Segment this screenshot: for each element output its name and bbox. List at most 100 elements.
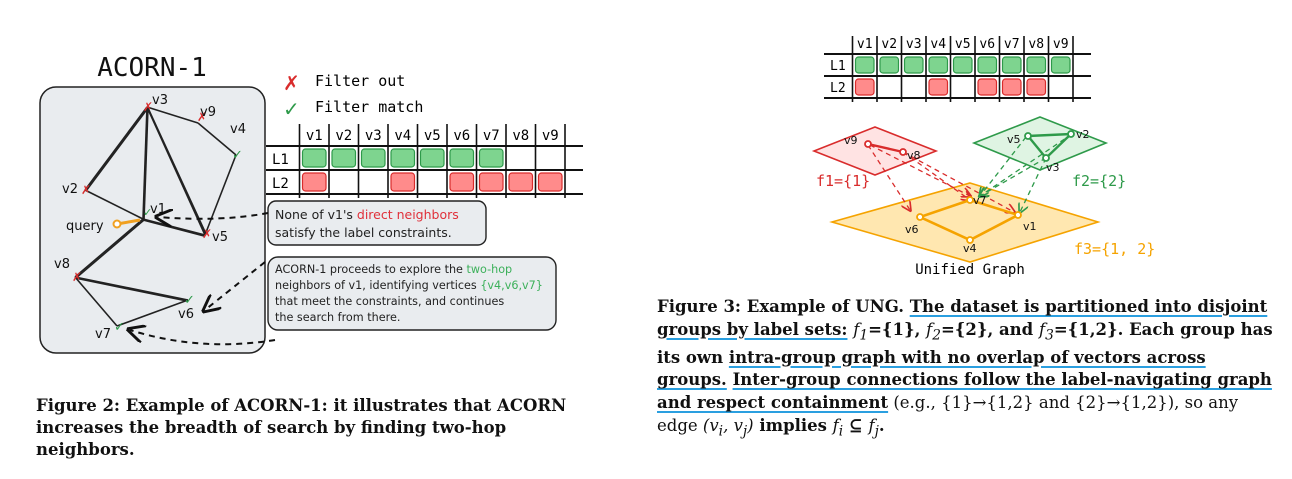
ung-node-v9: v9	[844, 134, 858, 147]
row-label-L1: L1	[272, 152, 289, 168]
node-v8: v8	[54, 257, 70, 272]
figure-3-caption: Figure 3: Example of UNG. The dataset is…	[657, 297, 1273, 440]
cell-L1-v1	[854, 56, 875, 74]
cell-L1-v7	[478, 148, 504, 168]
col-header-v7: v7	[1004, 37, 1020, 52]
svg-text:✓: ✓	[143, 206, 152, 219]
node-v4: v4	[230, 122, 246, 137]
cell-L2-v7	[478, 172, 504, 192]
svg-text:✓: ✓	[114, 320, 125, 335]
cell-L2-v6	[449, 172, 475, 192]
node-v3: v3	[152, 93, 168, 108]
cell-L1-v5	[419, 148, 445, 168]
note-box-2	[267, 256, 557, 331]
node-v9: v9	[200, 105, 216, 120]
cell-L1-v6	[449, 148, 475, 168]
cell-L1-v6	[977, 56, 998, 74]
legend-filter-match: Filter match	[315, 98, 423, 116]
node-v2: v2	[62, 182, 78, 197]
col-header-v1: v1	[857, 37, 873, 52]
row-label-L2: L2	[830, 81, 846, 96]
svg-text:✗: ✗	[81, 183, 91, 197]
col-header-v3: v3	[365, 128, 382, 144]
svg-text:✗: ✗	[72, 270, 82, 284]
node-v6: v6	[178, 307, 194, 322]
cell-L2-v7	[1001, 78, 1022, 96]
cell-L1-v7	[1001, 56, 1022, 74]
cell-L1-v1	[301, 148, 327, 168]
cell-L2-v9	[537, 172, 563, 192]
note-2: ACORN-1 proceeds to explore the two-hop …	[275, 263, 546, 324]
row-label-L1: L1	[830, 59, 846, 74]
col-header-v8: v8	[1028, 37, 1044, 52]
cell-L2-v1	[301, 172, 327, 192]
cell-L1-v4	[390, 148, 416, 168]
svg-text:✗: ✗	[197, 110, 207, 124]
group-f2	[971, 116, 1109, 171]
ung-node-v7: v7	[973, 194, 987, 207]
cell-L1-v2	[331, 148, 357, 168]
label-f3: f3={1, 2}	[1074, 240, 1155, 258]
filter-out-icon: ✗	[283, 71, 300, 95]
filter-match-icon: ✓	[283, 97, 300, 121]
figure-2-diagram: ACORN-1 ✓ ✗ ✗ ✗ ✗ ✗ ✓ ✓ ✓ v3 v9 v4 v2 v1…	[39, 53, 583, 354]
svg-text:✓: ✓	[184, 293, 195, 308]
cell-L2-v8	[1026, 78, 1047, 96]
cell-L2-v6	[977, 78, 998, 96]
col-header-v2: v2	[881, 37, 897, 52]
cell-L1-v3	[903, 56, 924, 74]
svg-text:✓: ✓	[232, 148, 243, 163]
cell-L2-v8	[508, 172, 534, 192]
node-v5: v5	[212, 230, 228, 245]
col-header-v3: v3	[906, 37, 922, 52]
col-header-v4: v4	[930, 37, 946, 52]
graph-edges	[74, 106, 237, 327]
col-header-v8: v8	[512, 128, 529, 144]
label-f1: f1={1}	[816, 172, 870, 190]
ung-node-v1: v1	[1023, 220, 1037, 233]
cell-L2-v4	[928, 78, 949, 96]
figure-2-caption: Figure 2: Example of ACORN-1: it illustr…	[36, 396, 567, 459]
row-label-L2: L2	[272, 176, 289, 192]
graph-nodes: ✓ ✗ ✗ ✗ ✗ ✗ ✓ ✓ ✓	[72, 100, 243, 335]
node-v1: v1	[150, 202, 166, 217]
col-header-v9: v9	[1053, 37, 1069, 52]
ung-node-v4: v4	[963, 242, 977, 255]
label-unified-graph: Unified Graph	[915, 262, 1025, 278]
acorn-title: ACORN-1	[97, 53, 207, 83]
col-header-v9: v9	[542, 128, 559, 144]
note-box-1	[267, 200, 487, 246]
note-1: None of v1's direct neighbors satisfy th…	[275, 207, 463, 240]
cell-L1-v9	[1050, 56, 1071, 74]
col-header-v6: v6	[979, 37, 995, 52]
cell-L2-v1	[854, 78, 875, 96]
node-query: query	[66, 219, 104, 234]
cell-L1-v2	[879, 56, 900, 74]
col-header-v2: v2	[335, 128, 352, 144]
cell-L1-v3	[360, 148, 386, 168]
group-f3	[829, 182, 1101, 263]
cell-L1-v4	[928, 56, 949, 74]
col-header-v5: v5	[955, 37, 971, 52]
col-header-v4: v4	[394, 128, 411, 144]
ung-node-v3: v3	[1046, 161, 1060, 174]
svg-text:✗: ✗	[143, 100, 153, 114]
ung-node-v2: v2	[1076, 128, 1090, 141]
ung-node-v6: v6	[905, 223, 919, 236]
ung-node-v8: v8	[907, 149, 921, 162]
cell-L1-v8	[1026, 56, 1047, 74]
ung-node-v5: v5	[1007, 133, 1021, 146]
col-header-v5: v5	[424, 128, 441, 144]
col-header-v1: v1	[306, 128, 323, 144]
callout-arrows	[130, 213, 276, 346]
node-v7: v7	[95, 327, 111, 342]
node-labels: v3 v9 v4 v2 v1 query v5 v8 v6 v7	[54, 93, 246, 342]
acorn-panel	[39, 86, 266, 354]
legend-filter-out: Filter out	[315, 72, 405, 90]
label-f2: f2={2}	[1072, 172, 1126, 190]
cell-L1-v5	[952, 56, 973, 74]
col-header-v6: v6	[453, 128, 470, 144]
